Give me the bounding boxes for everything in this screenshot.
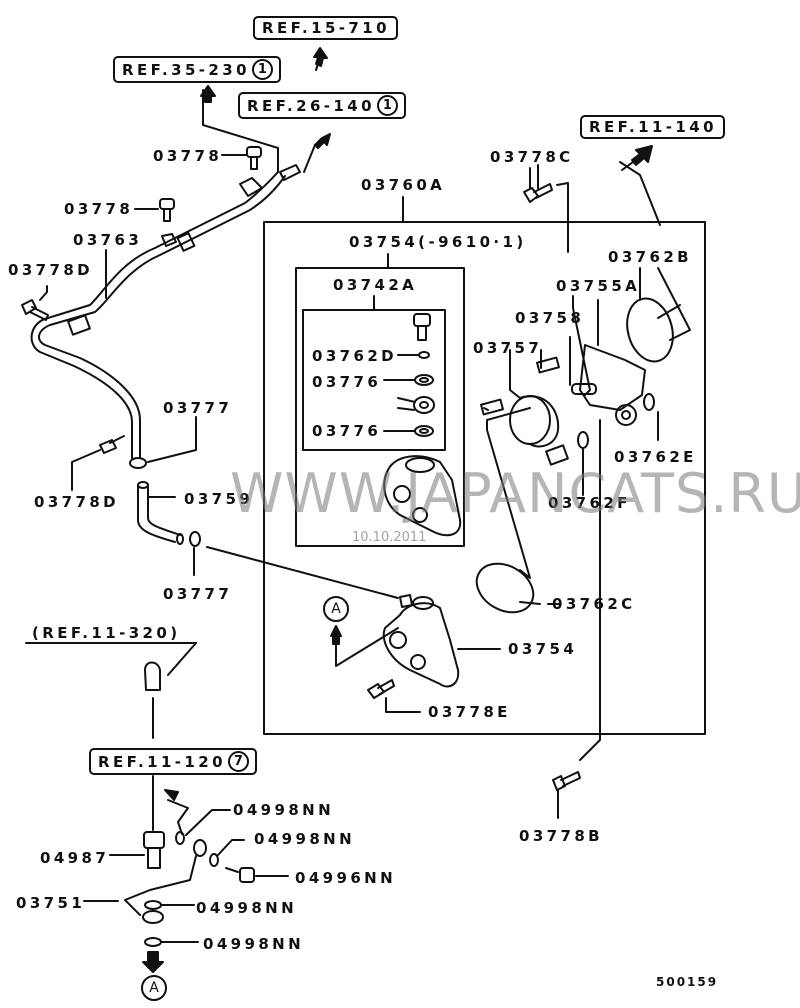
part-label-04998nn[interactable]: 04998NN — [233, 801, 335, 819]
o-ring-03762b — [626, 297, 674, 363]
ref-circle-number: 1 — [251, 59, 273, 80]
bolt-icon — [225, 867, 255, 883]
part-label-03758[interactable]: 03758 — [515, 309, 585, 327]
vacuum-pipe-03763 — [30, 164, 301, 459]
bolt-icon — [523, 183, 553, 203]
bolt-icon — [552, 771, 581, 791]
rotor-03757 — [509, 395, 560, 448]
part-label-03776[interactable]: 03776 — [312, 422, 382, 440]
bolt-icon — [21, 146, 262, 321]
part-label-03760a[interactable]: 03760A — [361, 176, 446, 194]
o-ring-03762c — [475, 562, 535, 614]
part-label-03778[interactable]: 03778 — [64, 200, 134, 218]
gasket-icon — [545, 444, 569, 466]
part-label-03777[interactable]: 03777 — [163, 585, 233, 603]
part-label-04998nn[interactable]: 04998NN — [196, 899, 298, 917]
ref-label: REF.26-140 — [247, 96, 375, 115]
part-label-03776[interactable]: 03776 — [312, 373, 382, 391]
anchor-a-bottom: A — [141, 975, 167, 1001]
vane-icon — [536, 356, 560, 374]
part-label-03754-kit[interactable]: 03754(-9610·1) — [349, 233, 527, 251]
ref-11-140-link[interactable]: REF.11-140 — [580, 115, 725, 139]
part-label-03762f[interactable]: 03762F — [548, 494, 631, 512]
part-label-03762d[interactable]: 03762D — [312, 347, 398, 365]
banjo-bolt-icon — [413, 313, 431, 341]
date-stamp: 10.10.2011 — [352, 530, 427, 545]
ref-label: REF.15-710 — [262, 19, 390, 37]
part-label-04996nn[interactable]: 04996NN — [295, 869, 397, 887]
ref-11-320-link[interactable]: (REF.11-320) — [32, 624, 181, 642]
drawing-code: 500159 — [656, 975, 719, 989]
watermark: WWW.JAPANCATS.RU — [230, 462, 800, 525]
part-label-03778e[interactable]: 03778E — [428, 703, 511, 721]
vacuum-pump-03754 — [382, 594, 460, 688]
bolt-icon — [367, 679, 395, 699]
ref-label: REF.35-230 — [122, 60, 250, 79]
part-label-03757[interactable]: 03757 — [473, 339, 543, 357]
pump-housing-03755a — [571, 344, 646, 426]
hose-03759 — [129, 457, 201, 547]
part-label-04998nn[interactable]: 04998NN — [203, 935, 305, 953]
part-label-03762b[interactable]: 03762B — [608, 248, 693, 266]
part-label-03778d[interactable]: 03778D — [34, 493, 120, 511]
ref-label: REF.11-140 — [589, 118, 717, 136]
ref-circle-number: 1 — [376, 95, 398, 116]
o-ring-icon — [643, 393, 655, 411]
part-label-03763[interactable]: 03763 — [73, 231, 143, 249]
part-label-03777[interactable]: 03777 — [163, 399, 233, 417]
vacuum-pump-body-kit — [383, 455, 462, 537]
part-label-03778d[interactable]: 03778D — [8, 261, 94, 279]
ref-circle-number: 7 — [227, 751, 249, 772]
part-label-03778b[interactable]: 03778B — [519, 827, 604, 845]
part-label-03751[interactable]: 03751 — [16, 894, 86, 912]
ref-15-710-link[interactable]: REF.15-710 — [253, 16, 398, 40]
part-label-03759[interactable]: 03759 — [184, 490, 254, 508]
part-label-03778c[interactable]: 03778C — [490, 148, 574, 166]
vacuum-switch-icon — [144, 661, 161, 691]
part-label-03754[interactable]: 03754 — [508, 640, 578, 658]
anchor-a-top: A — [323, 596, 349, 622]
part-label-03762c[interactable]: 03762C — [552, 595, 636, 613]
vane-icon — [480, 398, 504, 416]
assembly-frame-03760a — [263, 221, 706, 735]
kit-frame-03754 — [295, 267, 465, 547]
union-bolt-04987 — [143, 831, 165, 869]
ref-label: REF.11-120 — [98, 752, 226, 771]
part-label-03742a[interactable]: 03742A — [333, 276, 418, 294]
part-label-03755a[interactable]: 03755A — [556, 277, 641, 295]
o-ring-icon — [577, 431, 589, 449]
part-label-03762e[interactable]: 03762E — [614, 448, 697, 466]
part-label-04987[interactable]: 04987 — [40, 849, 110, 867]
part-label-03778[interactable]: 03778 — [153, 147, 223, 165]
part-label-04998nn[interactable]: 04998NN — [254, 830, 356, 848]
